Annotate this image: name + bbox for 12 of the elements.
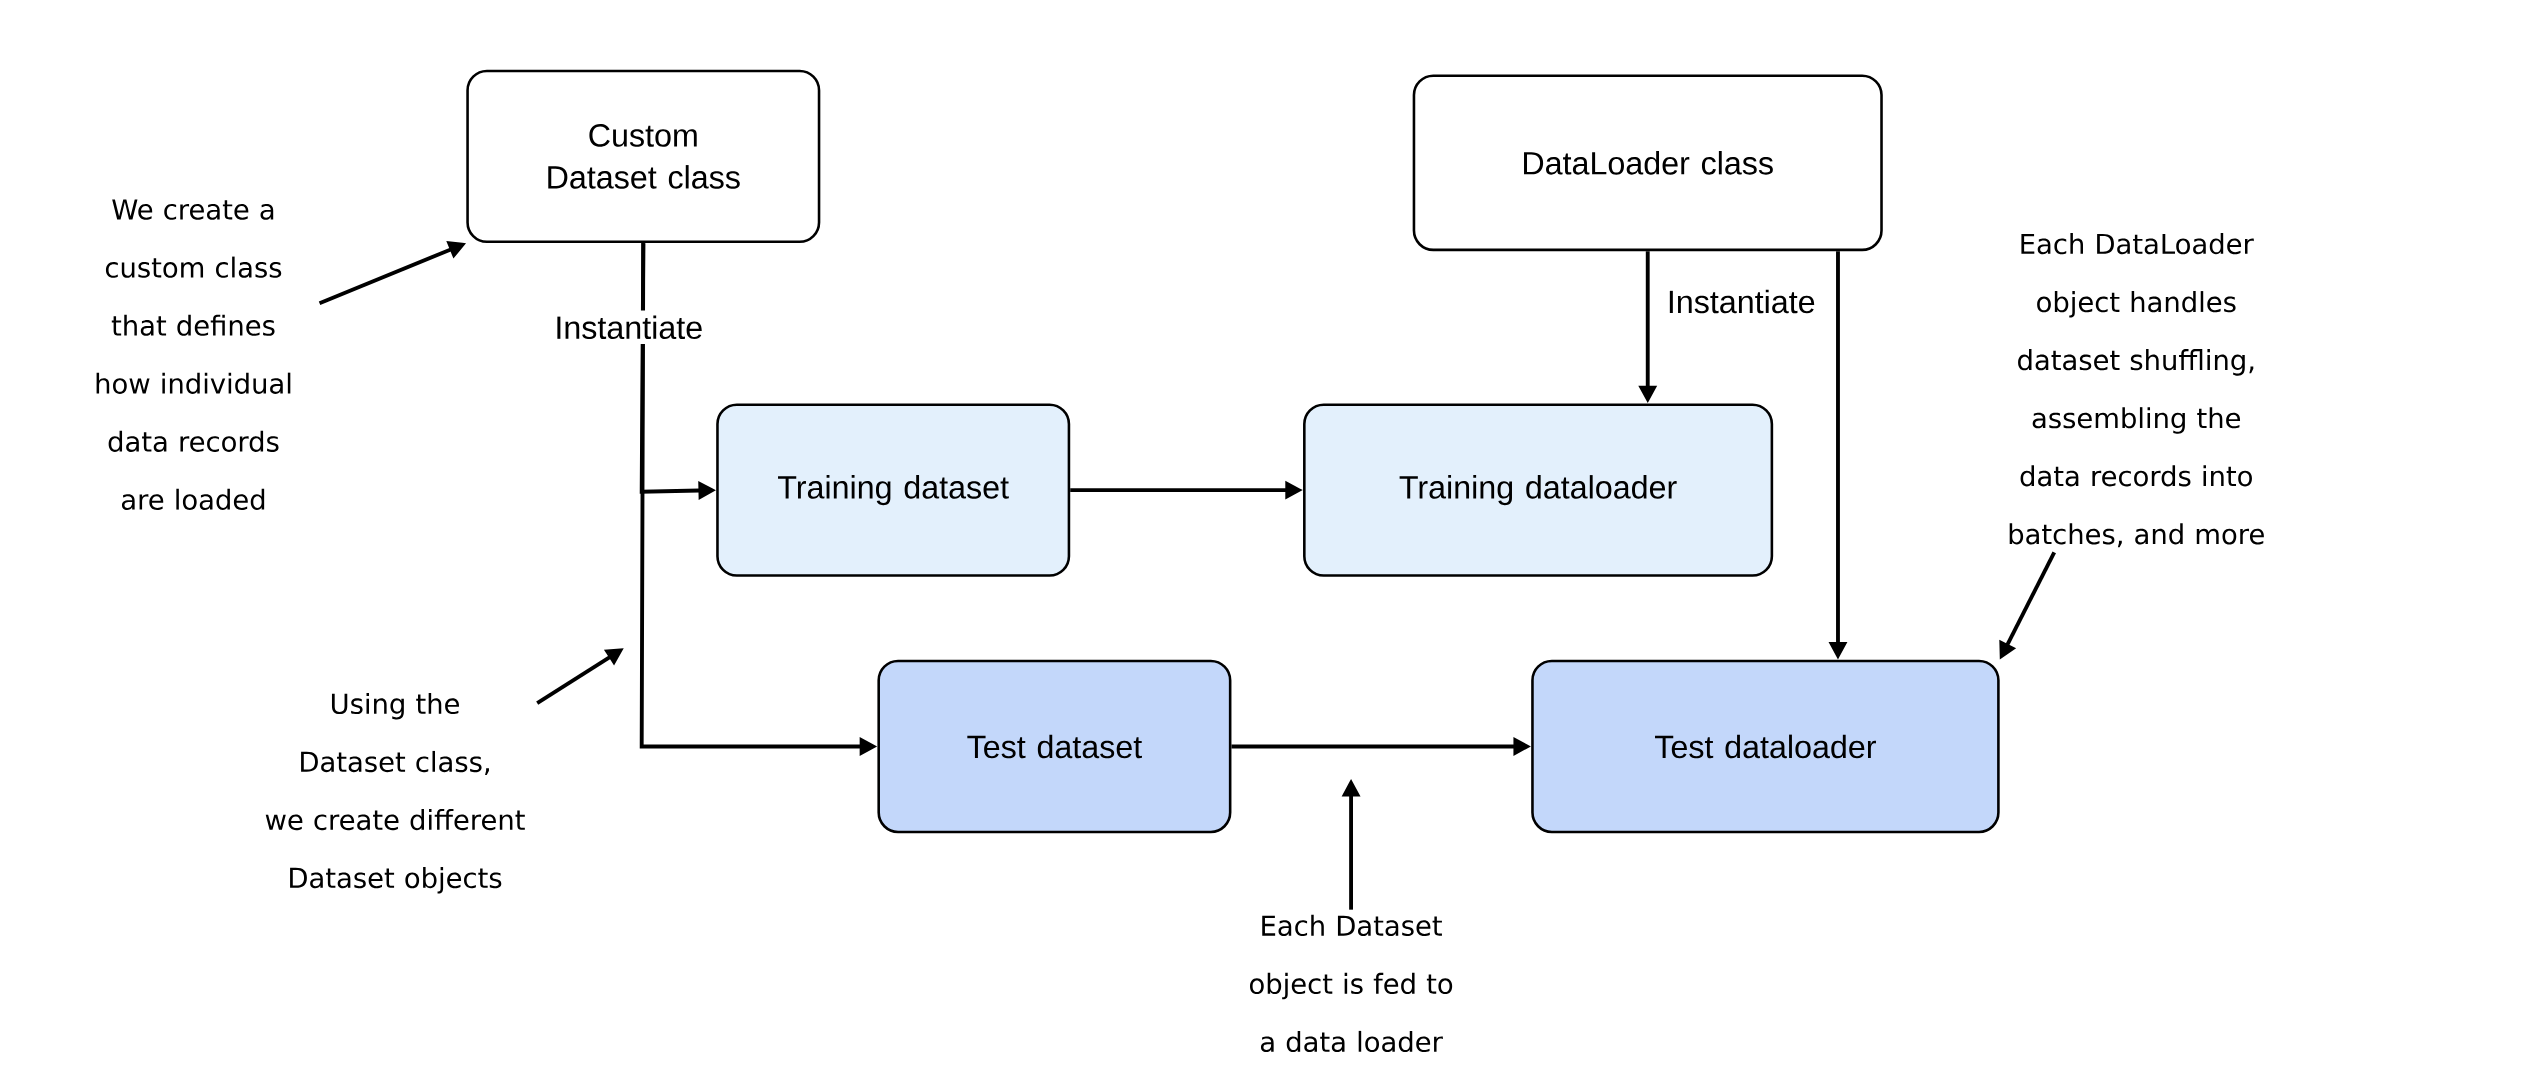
- annotation-text: Each Dataset object is fed to a data loader: [1250, 914, 1453, 1052]
- class-box: DataLoader class: [1412, 74, 1883, 252]
- dataset-box: Training dataset: [716, 403, 1071, 577]
- class-box: Custom Dataset class: [466, 69, 821, 244]
- annotation-text: We create a custom class that defines how individual data records are loaded: [96, 199, 291, 510]
- dataset-box: Test dataloader: [1531, 659, 2000, 834]
- annotation-text: Each DataLoader object handles dataset shuffling, assembling the data records into batches, and more: [2009, 232, 2264, 548]
- dataset-box: Training dataloader: [1303, 403, 1774, 577]
- edge-label: Instantiate: [1662, 284, 1821, 319]
- dataset-box: Test dataset: [877, 659, 1232, 834]
- edge-label: Instantiate: [549, 310, 708, 344]
- annotation-text: Using the Dataset class, we create different Dataset objects: [265, 692, 525, 894]
